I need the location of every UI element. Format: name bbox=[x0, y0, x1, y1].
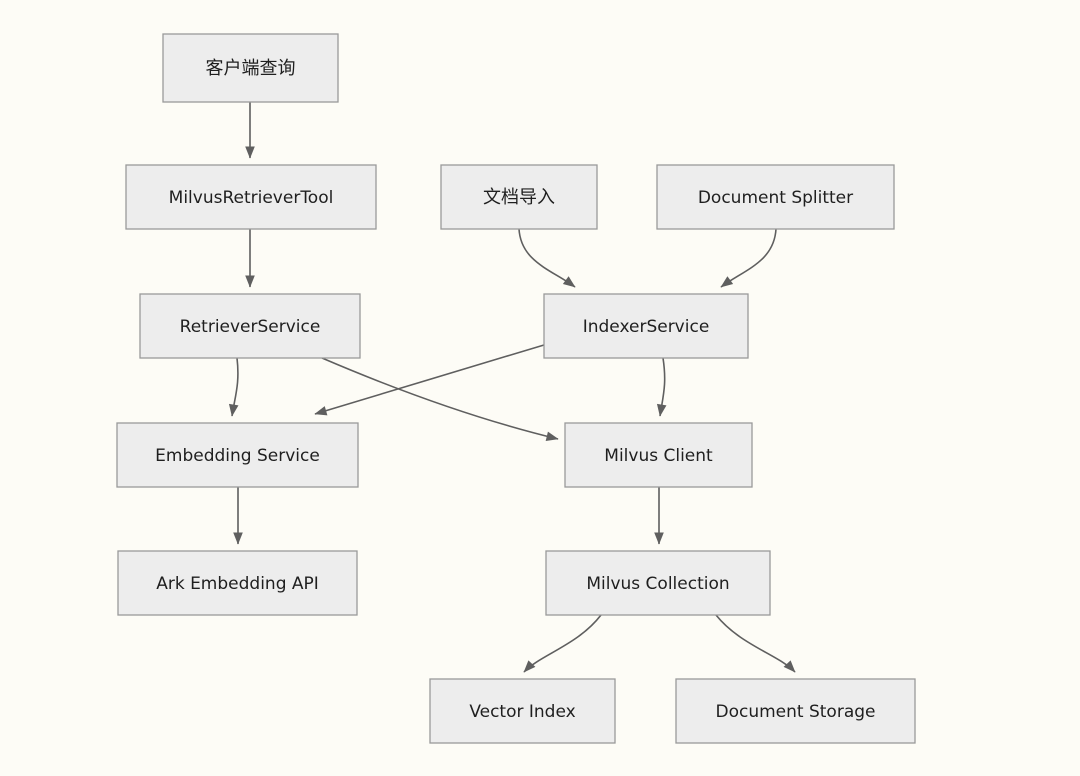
edge-line bbox=[656, 357, 667, 417]
edge-indexer_service-to-embedding_service bbox=[314, 344, 545, 416]
node-ark_embedding_api[interactable]: Ark Embedding API bbox=[117, 550, 358, 616]
node-document_splitter[interactable]: Document Splitter bbox=[656, 164, 895, 230]
node-indexer_service[interactable]: IndexerService bbox=[543, 293, 749, 359]
node-doc_import[interactable]: 文档导入 bbox=[440, 164, 598, 230]
edge-hit-area bbox=[519, 229, 575, 287]
node-box[interactable] bbox=[125, 164, 377, 230]
edge-line bbox=[228, 357, 239, 417]
node-retriever_service[interactable]: RetrieverService bbox=[139, 293, 361, 359]
edge-doc_import-to-indexer_service bbox=[518, 228, 576, 288]
node-box[interactable] bbox=[429, 678, 616, 744]
edge-line bbox=[523, 614, 602, 673]
node-box[interactable] bbox=[117, 550, 358, 616]
node-milvus_collection[interactable]: Milvus Collection bbox=[545, 550, 771, 616]
edge-line bbox=[518, 228, 576, 288]
node-box[interactable] bbox=[440, 164, 598, 230]
edge-layer bbox=[228, 102, 796, 673]
node-box[interactable] bbox=[116, 422, 359, 488]
edge-line bbox=[314, 344, 545, 416]
edge-retriever_service-to-milvus_client bbox=[321, 357, 559, 441]
node-box[interactable] bbox=[564, 422, 753, 488]
node-client_query[interactable]: 客户端查询 bbox=[162, 33, 339, 103]
node-vector_index[interactable]: Vector Index bbox=[429, 678, 616, 744]
node-box[interactable] bbox=[139, 293, 361, 359]
node-box[interactable] bbox=[543, 293, 749, 359]
node-milvus_client[interactable]: Milvus Client bbox=[564, 422, 753, 488]
edge-milvus_collection-to-vector_index bbox=[523, 614, 602, 673]
node-box[interactable] bbox=[656, 164, 895, 230]
node-box[interactable] bbox=[162, 33, 339, 103]
node-embedding_service[interactable]: Embedding Service bbox=[116, 422, 359, 488]
edge-hit-area bbox=[721, 229, 776, 287]
edge-retriever_service-to-embedding_service bbox=[228, 357, 239, 417]
node-box[interactable] bbox=[545, 550, 771, 616]
edge-document_splitter-to-indexer_service bbox=[720, 228, 777, 288]
edge-line bbox=[720, 228, 777, 288]
edge-line bbox=[321, 357, 559, 441]
edge-line bbox=[715, 614, 796, 673]
node-box[interactable] bbox=[675, 678, 916, 744]
node-milvus_retriever[interactable]: MilvusRetrieverTool bbox=[125, 164, 377, 230]
node-document_storage[interactable]: Document Storage bbox=[675, 678, 916, 744]
edge-milvus_collection-to-document_storage bbox=[715, 614, 796, 673]
edge-indexer_service-to-milvus_client bbox=[656, 357, 667, 417]
